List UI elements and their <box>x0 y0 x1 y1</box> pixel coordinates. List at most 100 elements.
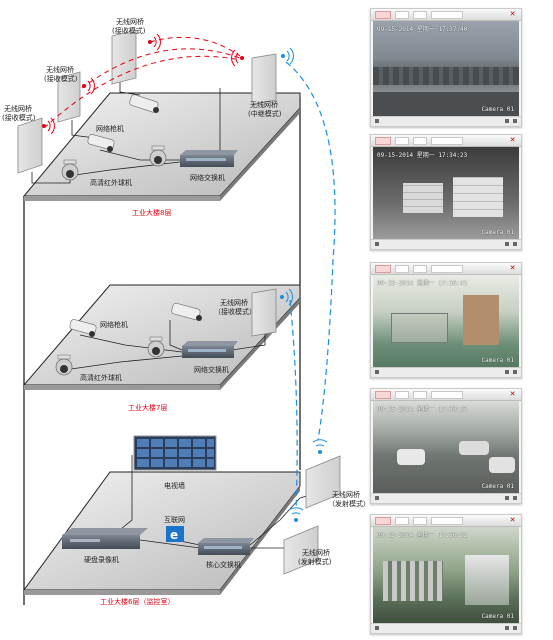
feed-timestamp: 09-15-2014 星期一 17:36:41 <box>377 280 468 287</box>
ir-dome-1 <box>61 159 79 181</box>
toolbar-tab[interactable] <box>431 11 463 19</box>
tv-wall-label: 电视墙 <box>164 481 185 490</box>
camera-video: 09-15-2014 星期一 17:36:22 Camera 01 <box>373 527 519 623</box>
feed-timestamp: 09-15-2014 星期一 17:34:23 <box>377 152 468 159</box>
toolbar-tab[interactable] <box>375 265 391 273</box>
floor7-equipment: 无线网桥 （接收模式） 网络枪机 高清红外球机 网络交换机 工业大楼7层 <box>55 288 277 412</box>
camera-feed-window-1[interactable]: ✕ 09-15-2014 星期一 17:37:40 Camera 01 <box>370 8 522 127</box>
feed-toolbar: ✕ <box>371 515 521 527</box>
bridge-rx-label-3: 无线网桥 <box>116 17 144 26</box>
toolbar-tab[interactable] <box>375 11 391 19</box>
toolbar-tab[interactable] <box>375 391 391 399</box>
ir-dome-label-8: 高清红外球机 <box>90 178 132 187</box>
toolbar-tab[interactable] <box>413 265 427 273</box>
control-icon[interactable] <box>375 370 379 374</box>
feed-timestamp: 09-15-2014 星期一 17:36:22 <box>377 532 468 539</box>
bridge-tx-1 <box>305 455 341 509</box>
feed-controls <box>371 116 521 126</box>
floor6-equipment: e 电视墙 互联网 硬盘录像机 核心交换机 无线网桥 （发射模式） 无线网桥 (… <box>62 435 370 606</box>
toolbar-tab[interactable] <box>413 517 427 525</box>
close-icon[interactable]: ✕ <box>509 136 516 144</box>
close-icon[interactable]: ✕ <box>509 10 516 18</box>
toolbar-tab[interactable] <box>413 391 427 399</box>
internet-explorer-icon: e <box>166 526 184 542</box>
close-icon[interactable]: ✕ <box>509 516 516 524</box>
gun-camera-label-8: 网络枪机 <box>96 124 124 133</box>
camera-video: 09-15-2014 星期一 17:37:40 Camera 01 <box>373 21 519 116</box>
control-icon[interactable] <box>375 119 379 123</box>
floor-6 <box>23 471 301 595</box>
toolbar-tab[interactable] <box>431 137 463 145</box>
feed-toolbar: ✕ <box>371 9 521 21</box>
bridge-rx-1 <box>17 117 43 174</box>
bridge-tx-mode-1: （发射模式） <box>328 499 370 508</box>
svg-text:e: e <box>170 528 178 542</box>
close-icon[interactable]: ✕ <box>509 264 516 272</box>
feed-camera-name: Camera 01 <box>481 613 514 620</box>
signal-icon-red-relay <box>231 49 244 67</box>
control-icon[interactable] <box>375 626 379 630</box>
feed-camera-name: Camera 01 <box>481 229 514 236</box>
signal-icon-blue-tx-1 <box>312 439 328 454</box>
bridge-relay-label: 无线网桥 <box>250 100 278 109</box>
camera-feed-window-3[interactable]: ✕ 09-15-2014 星期一 17:36:41 Camera 01 <box>370 262 522 378</box>
toolbar-tab[interactable] <box>395 517 409 525</box>
bridge-rx-floor7 <box>251 288 277 337</box>
control-icon[interactable] <box>505 370 509 374</box>
bridge-rx-mode-2: (接收模式) <box>44 74 78 83</box>
toolbar-tab[interactable] <box>395 265 409 273</box>
bridge-rx-2 <box>57 71 81 123</box>
feed-controls <box>371 367 521 377</box>
signal-icon-blue-relay <box>281 47 294 65</box>
bridge-tx-2 <box>283 525 319 575</box>
feed-controls <box>371 493 521 503</box>
feed-camera-name: Camera 01 <box>481 106 514 113</box>
switch-floor8 <box>180 150 238 167</box>
toolbar-tab[interactable] <box>395 137 409 145</box>
gun-camera-1 <box>129 94 159 113</box>
floor-8 <box>22 92 301 201</box>
ir-dome-3 <box>147 336 165 358</box>
tv-wall <box>133 435 217 471</box>
toolbar-tab[interactable] <box>375 517 391 525</box>
nvr-label: 硬盘录像机 <box>84 555 119 564</box>
internet-label: 互联网 <box>164 515 185 524</box>
ir-dome-2 <box>149 145 167 167</box>
camera-feed-window-4[interactable]: ✕ 09-15-2014 星期一 17:30:23 Camera 01 <box>370 388 522 504</box>
floor-7 <box>22 284 301 390</box>
toolbar-tab[interactable] <box>395 11 409 19</box>
feed-camera-name: Camera 01 <box>481 357 514 364</box>
floor8-equipment: 无线网桥 (接收模式) 无线网桥 (接收模式) 无线网桥 (接收模式) 无线网桥… <box>2 17 282 217</box>
control-icon[interactable] <box>513 496 517 500</box>
control-icon[interactable] <box>513 370 517 374</box>
control-icon[interactable] <box>505 119 509 123</box>
ir-dome-4 <box>55 354 73 376</box>
control-icon[interactable] <box>513 242 517 246</box>
camera-feed-window-2[interactable]: ✕ 09-15-2014 星期一 17:34:23 Camera 01 <box>370 134 522 250</box>
toolbar-tab[interactable] <box>413 137 427 145</box>
toolbar-tab[interactable] <box>431 391 463 399</box>
bridge-tx-label-1: 无线网桥 <box>332 490 360 499</box>
control-icon[interactable] <box>505 496 509 500</box>
toolbar-tab[interactable] <box>431 517 463 525</box>
signal-icon-red-2 <box>82 77 95 95</box>
close-icon[interactable]: ✕ <box>509 390 516 398</box>
bridge-rx-mode-7: （接收模式） <box>214 307 256 316</box>
toolbar-tab[interactable] <box>395 391 409 399</box>
feed-controls <box>371 623 521 633</box>
gun-camera-2 <box>87 134 115 152</box>
switch-label-7: 网络交换机 <box>194 365 229 374</box>
control-icon[interactable] <box>513 626 517 630</box>
signal-icon-blue-tx-2 <box>288 507 304 522</box>
control-icon[interactable] <box>375 496 379 500</box>
control-icon[interactable] <box>505 242 509 246</box>
floor6-label: 工业大楼6层（监控室） <box>100 597 174 606</box>
control-icon[interactable] <box>375 242 379 246</box>
camera-feed-window-5[interactable]: ✕ 09-15-2014 星期一 17:36:22 Camera 01 <box>370 514 522 634</box>
toolbar-tab[interactable] <box>375 137 391 145</box>
toolbar-tab[interactable] <box>413 11 427 19</box>
control-icon[interactable] <box>513 119 517 123</box>
control-icon[interactable] <box>505 626 509 630</box>
toolbar-tab[interactable] <box>431 265 463 273</box>
